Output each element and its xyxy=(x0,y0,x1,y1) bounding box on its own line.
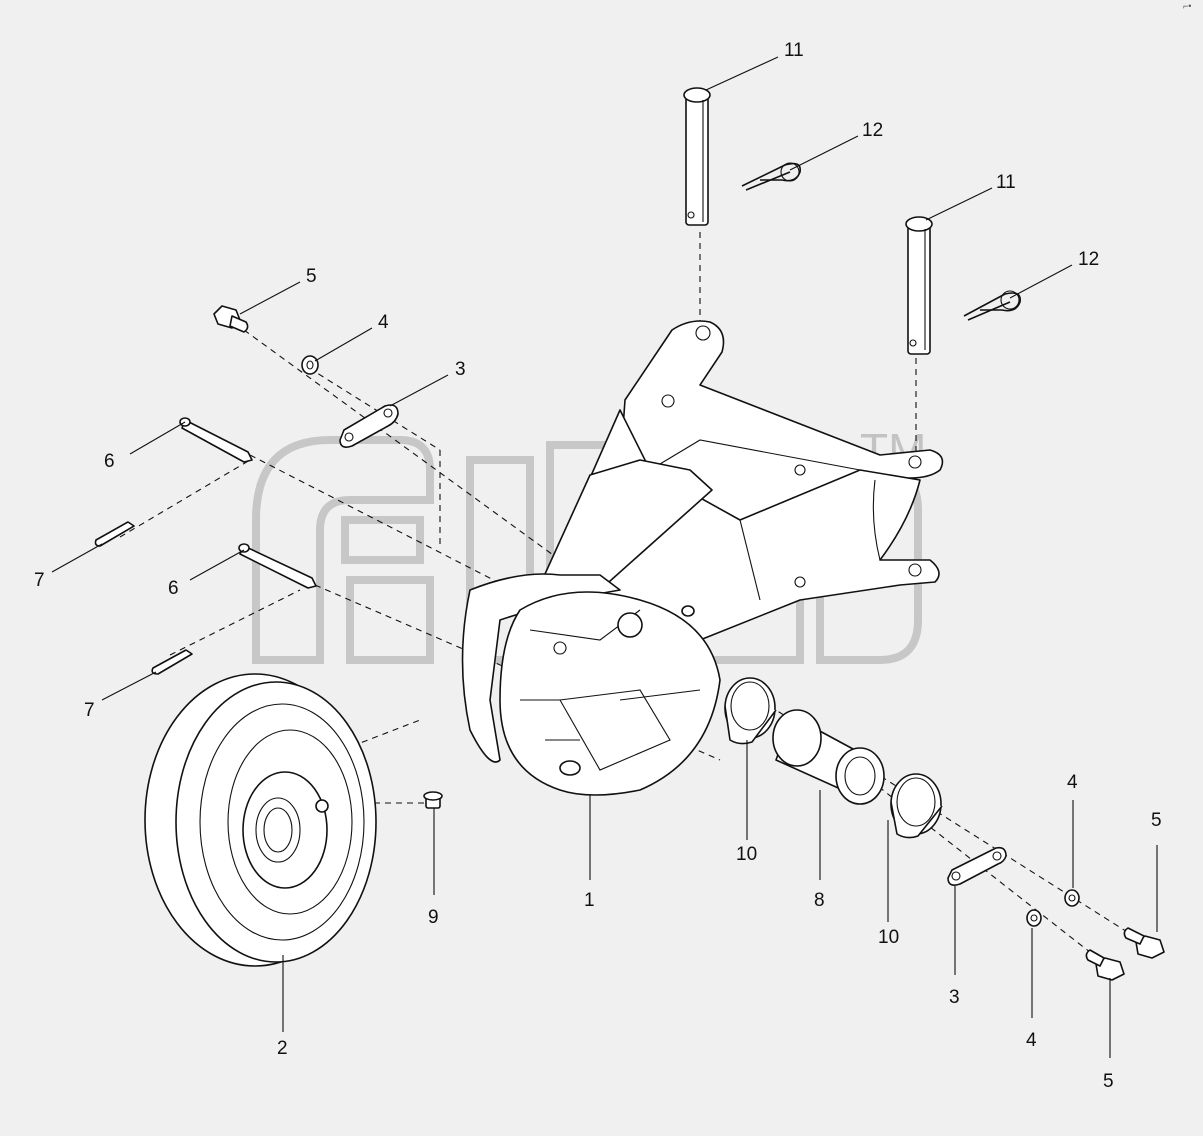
leader-lines xyxy=(51,56,1158,1058)
callout-6: 6 xyxy=(104,451,115,472)
washer-lower-right xyxy=(1064,889,1080,907)
callout-11: 11 xyxy=(784,40,804,61)
bolt-lower-mid xyxy=(1085,949,1125,981)
cotter-pin-upper xyxy=(94,521,135,547)
bushing-left xyxy=(724,677,777,745)
washer-lower-mid xyxy=(1026,909,1042,927)
long-pin-lower xyxy=(238,543,317,589)
callout-7: 7 xyxy=(34,570,45,591)
callout-5: 5 xyxy=(306,266,317,287)
callout-2: 2 xyxy=(277,1038,288,1059)
callout-5: 5 xyxy=(1151,810,1162,831)
hairpin-clip-upper xyxy=(741,162,802,191)
callout-10: 10 xyxy=(878,927,899,948)
callout-1: 1 xyxy=(584,890,595,911)
callout-12: 12 xyxy=(862,120,883,141)
sleeve-tube xyxy=(772,709,885,805)
corner-mark: ⌐• xyxy=(1183,1,1191,11)
idler-frame-assembly xyxy=(461,320,944,796)
link-plate-lower xyxy=(947,846,1007,886)
callout-4: 4 xyxy=(378,312,389,333)
callout-10: 10 xyxy=(736,844,757,865)
callout-numbers: 11 12 11 12 5 4 3 6 7 6 7 10 1 8 10 9 2 … xyxy=(34,40,1162,1092)
bolt-upper xyxy=(213,305,249,333)
callout-8: 8 xyxy=(814,890,825,911)
callout-3: 3 xyxy=(455,359,466,380)
callout-4: 4 xyxy=(1026,1030,1037,1051)
bolt-lower-right xyxy=(1123,927,1165,959)
callout-4: 4 xyxy=(1067,772,1078,793)
pin-upper-left xyxy=(683,87,711,226)
callout-11: 11 xyxy=(996,172,1016,193)
grease-fitting xyxy=(423,791,443,809)
callout-9: 9 xyxy=(428,907,439,928)
callout-6: 6 xyxy=(168,578,179,599)
bushing-right xyxy=(890,773,943,839)
callout-5: 5 xyxy=(1103,1071,1114,1092)
hairpin-clip-lower xyxy=(963,290,1022,321)
long-pin-upper xyxy=(179,417,253,463)
pin-upper-right xyxy=(905,216,933,355)
idler-wheel xyxy=(144,673,377,967)
callout-12: 12 xyxy=(1078,249,1099,270)
callout-7: 7 xyxy=(84,700,95,721)
callout-3: 3 xyxy=(949,987,960,1008)
washer-upper xyxy=(301,355,319,375)
link-plate-upper xyxy=(339,404,399,448)
